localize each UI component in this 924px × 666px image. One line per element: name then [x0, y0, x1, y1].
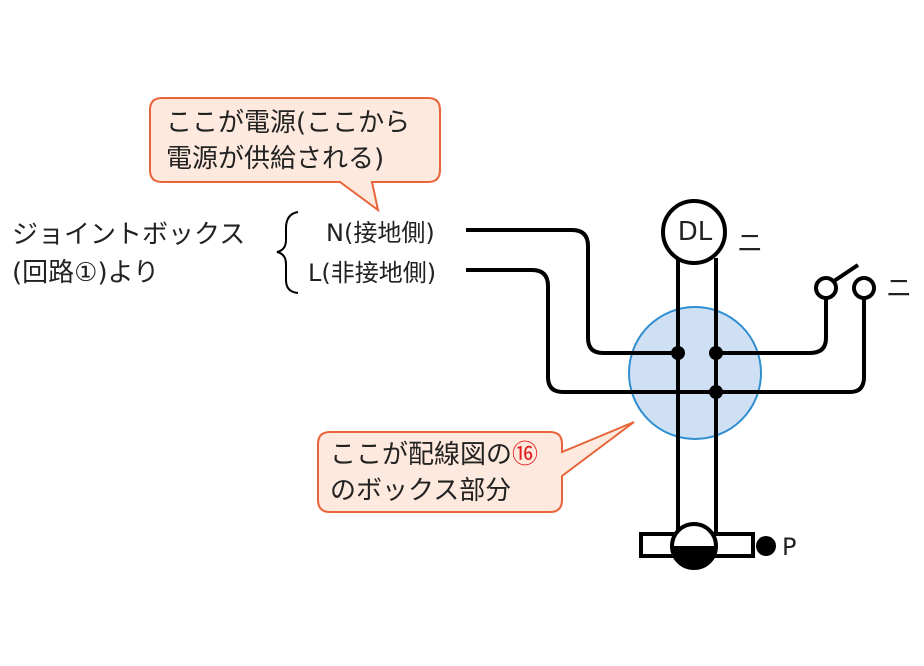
callout-bottom-bubble	[317, 421, 635, 513]
callout-top-line1: ここが電源(ここから	[166, 108, 411, 138]
outlet-half-fill	[672, 546, 716, 568]
n-wire	[466, 228, 678, 355]
callout-bottom-prefix: ここが配線図の	[330, 440, 513, 470]
switch-mark: ニ	[886, 274, 913, 304]
downlight-mark: ニ	[737, 229, 764, 259]
switch-lever	[832, 263, 860, 283]
outlet-p-label: P	[782, 533, 797, 561]
connection-dot	[671, 346, 685, 360]
downlight-symbol	[661, 199, 727, 265]
source-label-line2: (回路①)より	[12, 258, 160, 288]
source-brace	[276, 211, 299, 294]
callout-bottom-line1: ここが配線図の⑯	[330, 438, 538, 472]
switch-terminal-left	[814, 276, 838, 300]
switch-wire-2	[716, 298, 866, 394]
callout-bottom-line2: のボックス部分	[330, 476, 512, 506]
junction-box	[628, 306, 762, 440]
connection-dot	[709, 346, 723, 360]
switch-wire-1	[716, 298, 828, 355]
switch-terminal-right	[852, 276, 876, 300]
callout-top-bubble	[149, 97, 441, 213]
callout-top-line2: 電源が供給される)	[166, 144, 385, 174]
l-wire-label: L(非接地側)	[308, 259, 437, 287]
callout-bottom-number: ⑯	[512, 440, 539, 470]
source-label-line1: ジョイントボックス	[12, 220, 246, 250]
connection-dot	[709, 385, 723, 399]
n-wire-label: N(接地側)	[326, 219, 435, 247]
downlight-label: DL	[677, 217, 713, 247]
outlet-p-dot	[756, 536, 776, 556]
l-wire	[466, 268, 716, 394]
